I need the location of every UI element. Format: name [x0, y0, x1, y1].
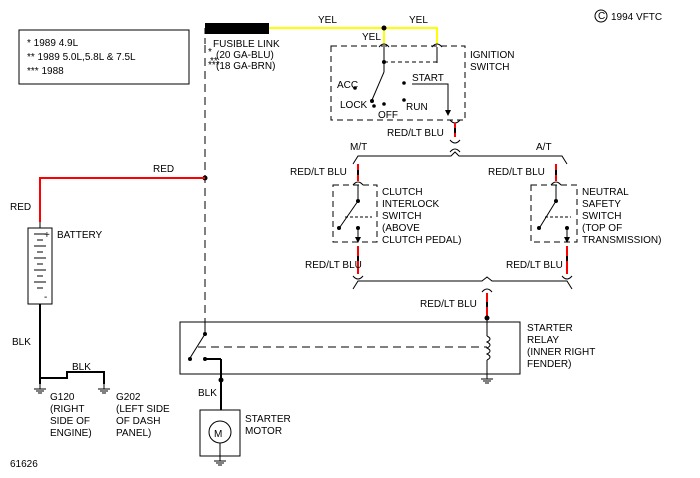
notes-box: * 1989 4.9L ** 1989 5.0L,5.8L & 7.5L ***… — [18, 29, 190, 85]
battery-cable: RED RED — [10, 164, 205, 222]
note-3: *** 1988 — [27, 66, 64, 77]
ignition-switch-label-2: SWITCH — [470, 62, 509, 73]
g120-label-4: ENGINE) — [50, 428, 92, 439]
battery-cable-label: RED — [153, 164, 174, 175]
g202-label-2: (LEFT SIDE — [116, 404, 170, 415]
g202-label-1: G202 — [116, 392, 141, 403]
manual-transmission-label: M/T — [350, 142, 367, 153]
clutch-output-label: RED/LT BLU — [305, 260, 362, 271]
figure-number: 61626 — [10, 459, 38, 470]
neutral-switch-label-3: SWITCH — [582, 211, 621, 222]
fusible-link-gauge-2: (18 GA-BRN) — [216, 61, 275, 72]
ignition-switch-label-1: IGNITION — [470, 50, 514, 61]
clutch-switch-wires: RED/LT BLU RED/LT BLU — [290, 164, 364, 280]
neutral-switch-label-4: (TOP OF — [582, 223, 622, 234]
battery-label: BATTERY — [57, 230, 103, 241]
ignition-acc: ACC — [337, 80, 358, 91]
starter-relay-label-2: RELAY — [527, 335, 559, 346]
ignition-switch: IGNITION SWITCH ACC LOCK OFF START RUN — [330, 43, 514, 124]
g202-wire-label: BLK — [72, 362, 91, 373]
neutral-switch-label-5: TRANSMISSION) — [582, 235, 661, 246]
starter-motor-label-1: STARTER — [245, 414, 291, 425]
clutch-switch-label-5: CLUTCH PEDAL) — [382, 235, 461, 246]
yel-label-1: YEL — [318, 15, 337, 26]
relay-input-label: RED/LT BLU — [420, 299, 477, 310]
g202-label-4: PANEL) — [116, 428, 151, 439]
ignition-run: RUN — [406, 102, 428, 113]
starter-relay-label-1: STARTER — [527, 323, 573, 334]
starter-relay-label-4: FENDER) — [527, 359, 571, 370]
clutch-switch-label-2: INTERLOCK — [382, 199, 440, 210]
note-2: ** 1989 5.0L,5.8L & 7.5L — [27, 52, 136, 63]
fusible-link: FUSIBLE LINK (20 GA-BLU) (18 GA-BRN) * *… — [204, 23, 280, 72]
starter-relay-label-3: (INNER RIGHT — [527, 347, 595, 358]
battery-positive: + — [44, 230, 50, 241]
starter-relay: STARTER RELAY (INNER RIGHT FENDER) — [179, 315, 595, 384]
battery-red-label: RED — [10, 202, 31, 213]
ignition-lock: LOCK — [340, 100, 368, 111]
yel-wires: YEL YEL YEL — [269, 15, 438, 44]
yel-wire-branch — [384, 27, 438, 44]
fusible-link-marker-3: *** — [208, 60, 220, 71]
switch-join: RED/LT BLU — [352, 276, 573, 318]
battery: + - BATTERY BLK — [12, 222, 103, 384]
ignition-start: START — [412, 73, 444, 84]
starter-motor-label-2: MOTOR — [245, 426, 282, 437]
neutral-safety-switch: NEUTRAL SAFETY SWITCH (TOP OF TRANSMISSI… — [530, 184, 661, 246]
ground-g120: G120 (RIGHT SIDE OF ENGINE) — [33, 383, 92, 439]
clutch-switch-label-1: CLUTCH — [382, 187, 423, 198]
ground-g202: BLK G202 (LEFT SIDE OF DASH PANEL) — [40, 362, 170, 439]
g202-label-3: OF DASH — [116, 416, 160, 427]
neutral-input-label: RED/LT BLU — [488, 167, 545, 178]
copyright-c: C — [598, 11, 605, 22]
clutch-switch-label-4: (ABOVE — [382, 223, 420, 234]
battery-ground-wire-label: BLK — [12, 337, 31, 348]
neutral-switch-label-2: SAFETY — [582, 199, 621, 210]
copyright-text: 1994 VFTC — [611, 12, 662, 23]
ignition-off: OFF — [378, 110, 398, 121]
g120-label-3: SIDE OF — [50, 416, 90, 427]
fusible-link-marker-1: * — [208, 47, 212, 58]
starter-cable: BLK — [198, 374, 224, 410]
neutral-output-label: RED/LT BLU — [506, 260, 563, 271]
clutch-switch-label-3: SWITCH — [382, 211, 421, 222]
motor-symbol: M — [214, 429, 222, 440]
neutral-switch-wires: RED/LT BLU RED/LT BLU — [488, 164, 573, 280]
neutral-switch-label-1: NEUTRAL — [582, 187, 629, 198]
g120-label-1: G120 — [50, 392, 75, 403]
yel-label-2: YEL — [409, 15, 428, 26]
g120-label-2: (RIGHT — [50, 404, 84, 415]
yel-label-3: YEL — [362, 32, 381, 43]
battery-negative: - — [44, 292, 47, 303]
clutch-interlock-switch: CLUTCH INTERLOCK SWITCH (ABOVE CLUTCH PE… — [332, 184, 461, 246]
fusible-link-marker-2: ** — [210, 56, 218, 67]
fusible-link-label: FUSIBLE LINK — [213, 39, 280, 50]
note-1: * 1989 4.9L — [27, 38, 79, 49]
starter-motor: M STARTER MOTOR — [199, 409, 291, 466]
fusible-link-body — [205, 23, 269, 34]
copyright-icon — [594, 9, 608, 23]
starter-cable-label: BLK — [198, 388, 217, 399]
yel-splice — [381, 25, 387, 31]
ignition-output-label: RED/LT BLU — [387, 128, 444, 139]
transmission-split: M/T A/T — [350, 142, 568, 165]
ignition-output-wire: RED/LT BLU — [387, 123, 461, 153]
auto-transmission-label: A/T — [536, 142, 552, 153]
fusible-link-gauge-1: (20 GA-BLU) — [216, 50, 274, 61]
copyright-mark: C 1994 VFTC — [594, 9, 662, 23]
clutch-input-label: RED/LT BLU — [290, 167, 347, 178]
